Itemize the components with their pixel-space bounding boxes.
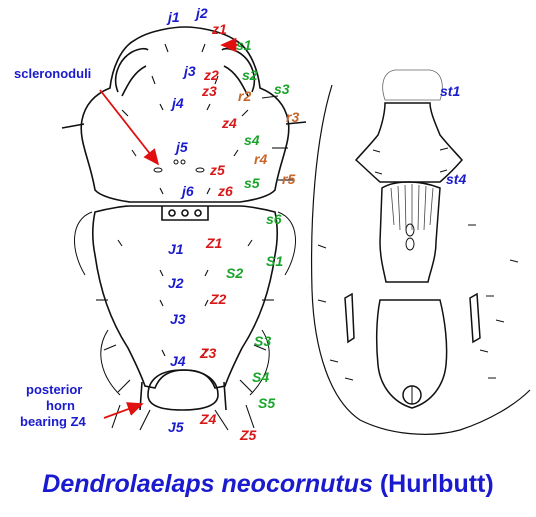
label-z6: z6 [217, 183, 233, 199]
metapodal-plate-left [344, 292, 355, 344]
label-j6: j6 [180, 183, 194, 199]
label-st1: st1 [440, 83, 460, 99]
label-s1: s1 [236, 37, 252, 53]
label-s4: s4 [244, 132, 260, 148]
label-z3: z3 [201, 83, 217, 99]
label-Z3: Z3 [199, 345, 217, 361]
label-z1: z1 [211, 21, 227, 37]
seta-labels: j1 j2 j3 j4 j5 j6 z1 z2 z3 z4 z5 z6 s1 s… [166, 5, 466, 443]
posterior-horn-arrow [103, 402, 144, 419]
label-Z5: Z5 [239, 427, 257, 443]
label-S1: S1 [266, 253, 283, 269]
posterior-horn-line2: horn [46, 398, 75, 413]
opisthonotal-shield [91, 205, 279, 389]
label-j1: j1 [166, 9, 180, 25]
scleronoduli-label: scleronoduli [14, 66, 91, 81]
label-J5: J5 [168, 419, 184, 435]
body-outline-left [310, 84, 531, 435]
sternal-shield [354, 102, 463, 183]
label-S3: S3 [254, 333, 271, 349]
label-J1: J1 [168, 241, 184, 257]
label-S2: S2 [226, 265, 243, 281]
posterior-horn-line1: posterior [26, 382, 82, 397]
label-j2: j2 [194, 5, 208, 21]
label-S4: S4 [252, 369, 269, 385]
label-z5: z5 [209, 162, 225, 178]
dorsal-view [61, 26, 307, 431]
label-z4: z4 [221, 115, 237, 131]
label-s5: s5 [244, 175, 260, 191]
label-s6: s6 [266, 211, 282, 227]
annotation-arrows [99, 37, 238, 419]
label-J4: J4 [170, 353, 186, 369]
label-Z2: Z2 [209, 291, 227, 307]
scleronoduli-arrow [99, 89, 160, 166]
label-J2: J2 [168, 275, 184, 291]
label-J3: J3 [170, 311, 186, 327]
ventrianal-shield [375, 299, 448, 409]
label-j4: j4 [170, 95, 184, 111]
label-r5: r5 [282, 171, 295, 187]
label-s3: s3 [274, 81, 290, 97]
label-j5: j5 [174, 139, 188, 155]
label-s2: s2 [242, 67, 258, 83]
label-j3: j3 [182, 63, 196, 79]
metapodal-plate-right [469, 292, 481, 344]
label-r3: r3 [286, 109, 299, 125]
left-anterior-horn [114, 47, 149, 93]
posterior-horn [147, 369, 219, 411]
figure-caption: Dendrolaelaps neocornutus (Hurlbutt) [0, 470, 536, 499]
label-st4: st4 [446, 171, 466, 187]
epigynal-shield [379, 181, 441, 283]
label-r2: r2 [238, 88, 251, 104]
ventral-view [310, 69, 531, 435]
label-S5: S5 [258, 395, 275, 411]
label-z2: z2 [203, 67, 219, 83]
species-name: Dendrolaelaps neocornutus [42, 470, 373, 498]
label-r4: r4 [254, 151, 267, 167]
label-Z1: Z1 [205, 235, 223, 251]
label-Z4: Z4 [199, 411, 217, 427]
author-name: (Hurlbutt) [379, 470, 494, 498]
posterior-horn-line3: bearing Z4 [20, 414, 87, 429]
